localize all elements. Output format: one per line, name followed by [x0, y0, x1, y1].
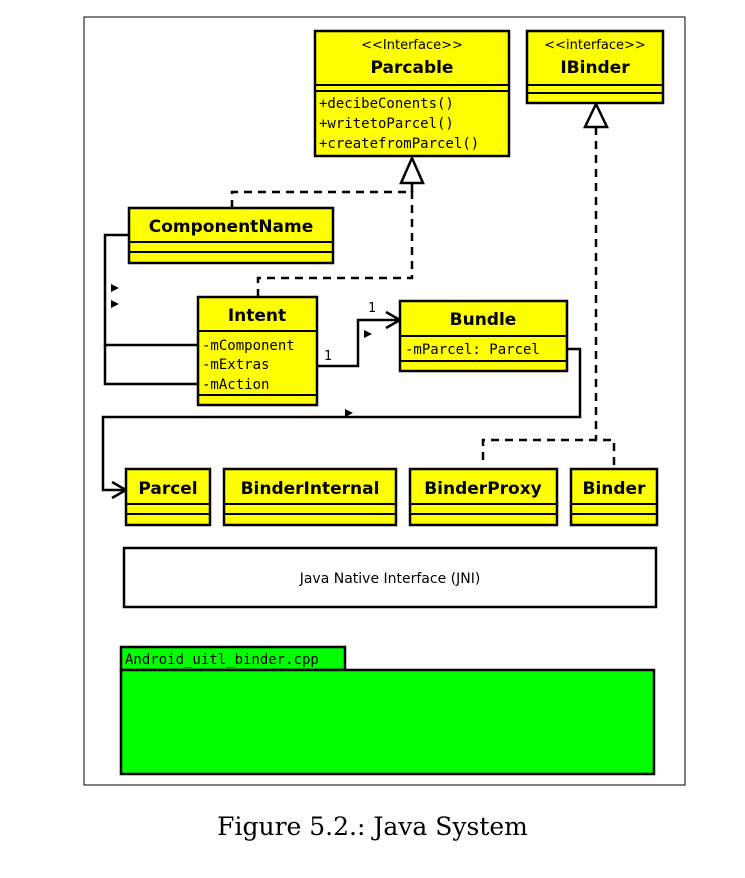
class-componentname: ComponentName — [127, 206, 335, 265]
ibinder-stereotype: <<interface>> — [544, 38, 646, 53]
ibinder-realization-head — [583, 101, 609, 129]
mcomponent-link — [103, 233, 198, 347]
parcelable-method: +writetoParcel() — [319, 116, 454, 132]
intent-bundle-association — [317, 318, 400, 368]
class-parcelable: <<Interface>> Parcable +decibeConents() … — [313, 29, 511, 158]
native-package-label: Android_uitl_binder.cpp — [125, 652, 319, 668]
componentname-realizes-parcelable — [230, 183, 414, 208]
intent-name: Intent — [228, 306, 286, 326]
figure-caption: Figure 5.2.: Java System — [217, 812, 528, 841]
parcelable-method: +decibeConents() — [319, 96, 454, 112]
binderproxy-realizes-ibinder-branch — [481, 438, 616, 466]
direction-marker-1 — [111, 284, 119, 292]
mparcel-link — [101, 347, 582, 492]
parcelable-name: Parcable — [371, 58, 454, 78]
figure-frame — [83, 16, 686, 786]
intent-field: -mExtras — [202, 357, 269, 373]
direction-marker-4 — [345, 409, 353, 417]
multiplicity-bundle: 1 — [368, 301, 376, 316]
parcel-name: Parcel — [138, 479, 197, 499]
parcelable-method: +createfromParcel() — [319, 136, 479, 152]
jni-label: Java Native Interface (JNI) — [299, 571, 481, 587]
direction-markers — [111, 284, 372, 417]
native-package: Android_uitl_binder.cpp — [119, 645, 656, 776]
multiplicity-intent: 1 — [324, 349, 332, 364]
class-intent: Intent -mComponent -mExtras -mAction — [196, 295, 319, 407]
direction-marker-3 — [364, 330, 372, 338]
jni-layer: Java Native Interface (JNI) — [122, 546, 658, 609]
realization-heads — [399, 101, 609, 185]
binder-name: Binder — [583, 479, 647, 499]
ibinder-name: IBinder — [560, 58, 630, 78]
parcelable-realization-head — [399, 154, 425, 185]
binderproxy-name: BinderProxy — [424, 479, 542, 499]
intent-field: -mComponent — [202, 338, 295, 354]
connectors — [101, 127, 616, 500]
binderinternal-name: BinderInternal — [241, 479, 380, 499]
direction-marker-2 — [111, 300, 119, 308]
class-binder: Binder — [569, 467, 659, 527]
class-ibinder: <<interface>> IBinder — [525, 29, 665, 105]
class-binderinternal: BinderInternal — [222, 467, 398, 527]
intent-field: -mAction — [202, 377, 269, 393]
class-bundle: Bundle -mParcel: Parcel — [398, 299, 569, 373]
class-parcel: Parcel — [124, 467, 212, 527]
componentname-name: ComponentName — [149, 217, 314, 237]
maction-link — [103, 345, 198, 386]
parcelable-stereotype: <<Interface>> — [361, 38, 463, 53]
class-binderproxy: BinderProxy — [408, 467, 559, 527]
bundle-field: -mParcel: Parcel — [405, 342, 540, 358]
bundle-name: Bundle — [450, 310, 517, 330]
